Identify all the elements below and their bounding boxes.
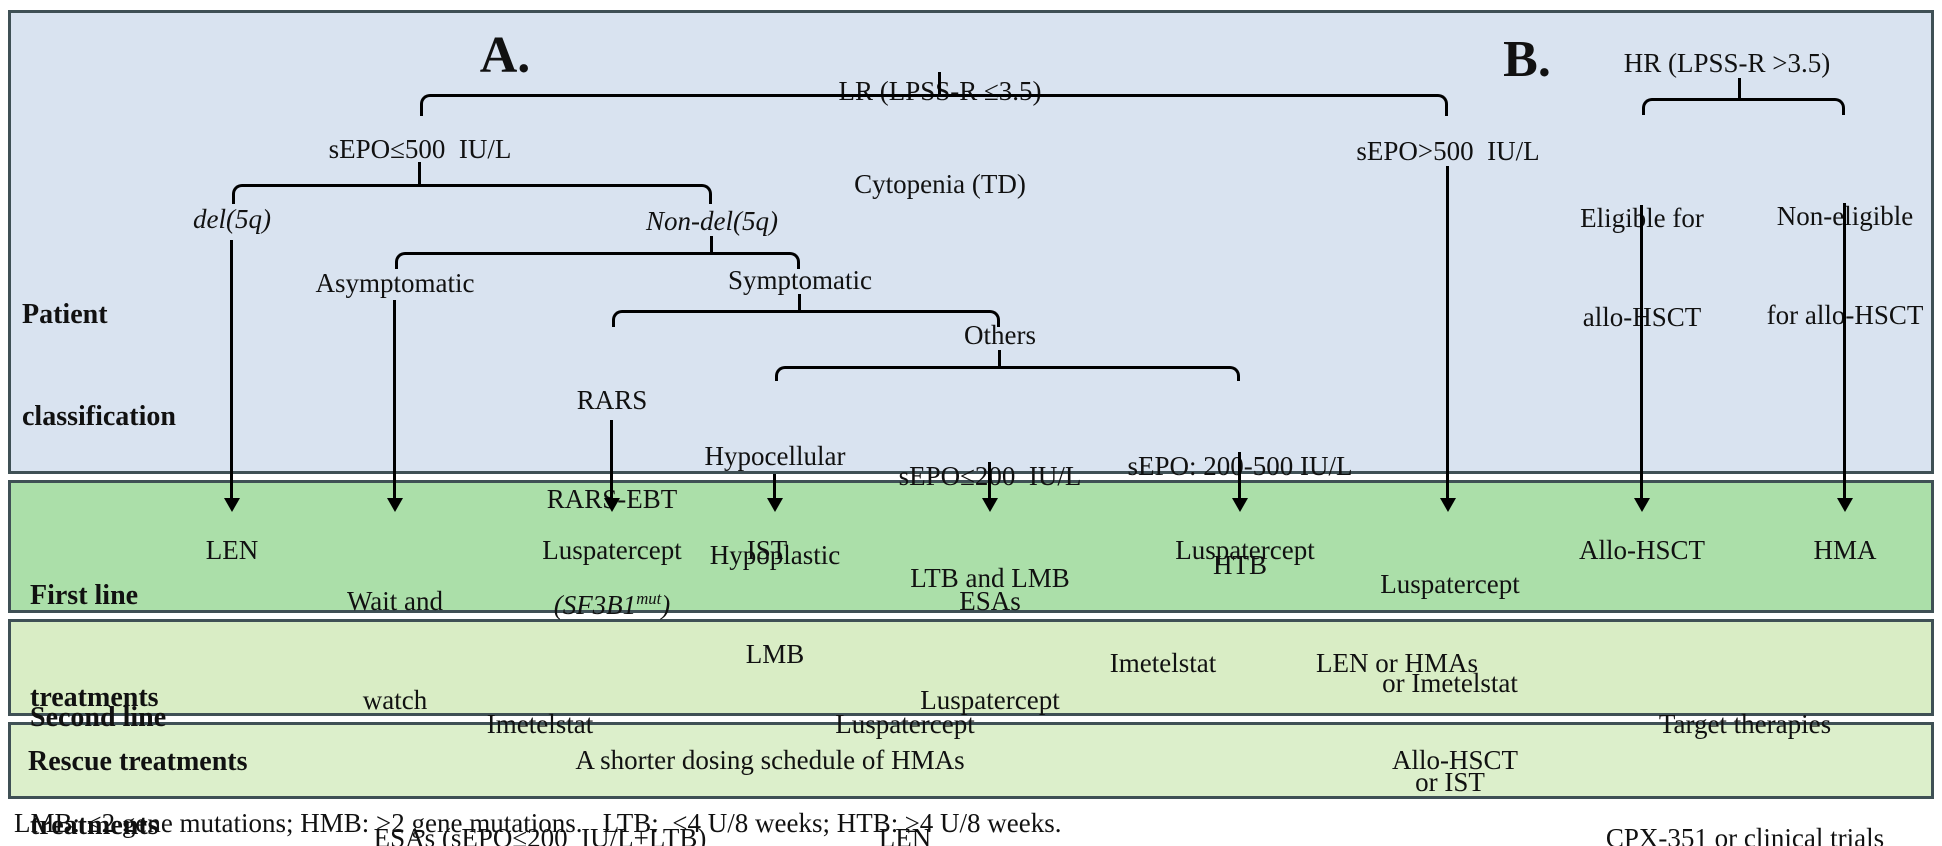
eligible-arrow <box>1633 205 1650 512</box>
lr-bracket <box>420 94 1448 116</box>
rars-line1: RARS <box>576 385 648 415</box>
hypocellular-line1: Hypocellular <box>704 441 846 471</box>
second-line-imetelstat: Imetelstat <box>1109 648 1217 678</box>
sepo-200-500-node: sEPO: 200-500 IU/L HTB <box>1128 384 1353 648</box>
rescue-hma-schedule: A shorter dosing schedule of HMAs <box>575 745 965 775</box>
rars-node: RARS RARS-EBT (SF3B1mut) <box>547 318 678 688</box>
hypocellular-arrow <box>766 474 783 512</box>
second-line-target-therapies: Target therapies CPX-351 or clinical tri… <box>1606 629 1884 846</box>
lr-root-line1: LR (LPSS-R ≤3.5) <box>838 76 1042 106</box>
asymptomatic-node: Asymptomatic <box>315 268 475 298</box>
sepo-le500-bracket <box>232 184 712 204</box>
others-bracket <box>775 366 1240 381</box>
second-line-luspatercept-len: Luspatercept LEN <box>835 629 974 846</box>
rars-sf3b1-line: (SF3B1mut) <box>547 582 678 622</box>
symptomatic-bracket <box>612 310 1000 327</box>
first-line-hma: HMA <box>1813 535 1877 565</box>
second-line-len-or-hmas: LEN or HMAs <box>1316 648 1478 678</box>
imetelstat-esas-line1: Imetelstat <box>486 709 594 739</box>
second-line-row-label-line1: Second line <box>30 702 167 733</box>
non-eligible-line2: for allo-HSCT <box>1766 300 1924 330</box>
lr-root-line2: Cytopenia (TD) <box>854 169 1026 199</box>
lusp-imet-line3: or IST <box>1415 767 1485 797</box>
sepo-200-500-arrow <box>1231 452 1248 512</box>
sepo-le500-stem <box>418 162 421 186</box>
sepo-200-500-line2: HTB <box>1213 550 1267 580</box>
classification-row-label-line1: Patient <box>22 299 108 330</box>
first-line-luspatercept-imetelstat-ist: Luspatercept or Imetelstat or IST <box>1380 502 1519 846</box>
asymptomatic-arrow <box>386 300 403 512</box>
rescue-row-label: Rescue treatments <box>28 746 248 777</box>
first-line-luspatercept-htb: Luspatercept <box>1175 535 1315 565</box>
non-del5q-node: Non-del(5q) <box>646 206 778 236</box>
esas-line2: Luspatercept <box>920 685 1060 715</box>
imetelstat-esas-line2: ESAs (sEPO≤200 IU/L+LTB) <box>373 823 707 846</box>
sepo-le500-node: sEPO≤500 IU/L <box>328 134 512 164</box>
non-del5q-stem <box>710 236 713 254</box>
rescue-treatments-band <box>8 722 1934 799</box>
esas-line1: ESAs <box>959 586 1021 616</box>
sepo-gt500-arrow <box>1439 166 1456 512</box>
del5q-node: del(5q) <box>193 204 271 234</box>
wait-line1: Wait and <box>346 586 444 616</box>
sepo-le200-arrow <box>981 462 998 512</box>
lusp-imet-line2: or Imetelstat <box>1382 668 1518 698</box>
sepo-le200-line2: LTB and LMB <box>910 563 1070 593</box>
lusp-imet-line1: Luspatercept <box>1380 569 1520 599</box>
rescue-allo-hsct: Allo-HSCT <box>1391 745 1519 775</box>
first-line-len: LEN <box>205 535 259 565</box>
sf3b1-pre: (SF3B1 <box>553 590 637 620</box>
hr-bracket <box>1642 98 1845 115</box>
second-line-imetelstat-esas: Imetelstat ESAs (sEPO≤200 IU/L+LTB) <box>374 629 707 846</box>
first-line-allo-hsct: Allo-HSCT <box>1578 535 1706 565</box>
section-a-label: A. <box>479 27 531 84</box>
first-line-esas-luspatercept: ESAs Luspatercept <box>920 519 1059 783</box>
first-line-luspatercept-rars: Luspatercept <box>542 535 682 565</box>
sepo-le200-line1: sEPO≤200 IU/L <box>898 461 1082 491</box>
eligible-line1: Eligible for <box>1580 203 1704 233</box>
second-line-row-label: Second line treatments <box>30 628 166 846</box>
first-line-row-label: First line treatments <box>30 511 159 783</box>
others-stem <box>998 350 1001 368</box>
patient-classification-panel <box>8 10 1934 474</box>
lr-root-node: LR (LPSS-R ≤3.5) Cytopenia (TD) <box>838 14 1041 262</box>
sf3b1-post: ) <box>661 590 671 620</box>
sepo-gt500-node: sEPO>500 IU/L <box>1356 136 1540 166</box>
classification-row-label-line2: classification <box>22 401 176 432</box>
second-line-row-label-line2: treatments <box>30 810 159 841</box>
first-line-ist: IST <box>746 535 788 565</box>
sepo-200-500-line1: sEPO: 200-500 IU/L <box>1127 451 1353 481</box>
sf3b1-sup: mut <box>636 589 662 608</box>
first-line-row-label-line2: treatments <box>30 682 159 713</box>
footnote: LMB: ≤2 gene mutations; HMB: >2 gene mut… <box>14 808 1062 838</box>
non-eligible-arrow <box>1836 203 1853 512</box>
first-line-row-label-line1: First line <box>30 580 139 611</box>
target-line2: CPX-351 or clinical trials <box>1605 823 1885 846</box>
rars-arrow <box>603 420 620 512</box>
symptomatic-node: Symptomatic <box>728 265 872 295</box>
non-del5q-bracket <box>395 252 800 269</box>
first-line-wait-and-watch: Wait and watch <box>347 519 443 783</box>
lr-root-stem <box>938 72 941 96</box>
sepo-le200-node: sEPO≤200 IU/L LTB and LMB <box>899 391 1082 663</box>
lusp-len-line2: LEN <box>878 823 932 846</box>
others-node: Others <box>964 320 1036 350</box>
hr-root-stem <box>1738 78 1741 100</box>
del5q-arrow <box>223 240 240 512</box>
hypocellular-line2: Hypoplastic <box>709 540 841 570</box>
second-line-treatments-band <box>8 619 1934 716</box>
symptomatic-stem <box>798 294 801 312</box>
classification-row-label: Patient classification <box>22 230 176 502</box>
wait-line2: watch <box>362 685 428 715</box>
hypocellular-node: Hypocellular Hypoplastic LMB <box>705 374 846 737</box>
target-line1: Target therapies <box>1658 709 1832 739</box>
section-b-label: B. <box>1503 31 1551 88</box>
first-line-treatments-band <box>8 480 1934 613</box>
lusp-len-line1: Luspatercept <box>835 709 975 739</box>
hr-root-node: HR (LPSS-R >3.5) <box>1623 48 1831 78</box>
hypocellular-line3: LMB <box>745 639 805 669</box>
